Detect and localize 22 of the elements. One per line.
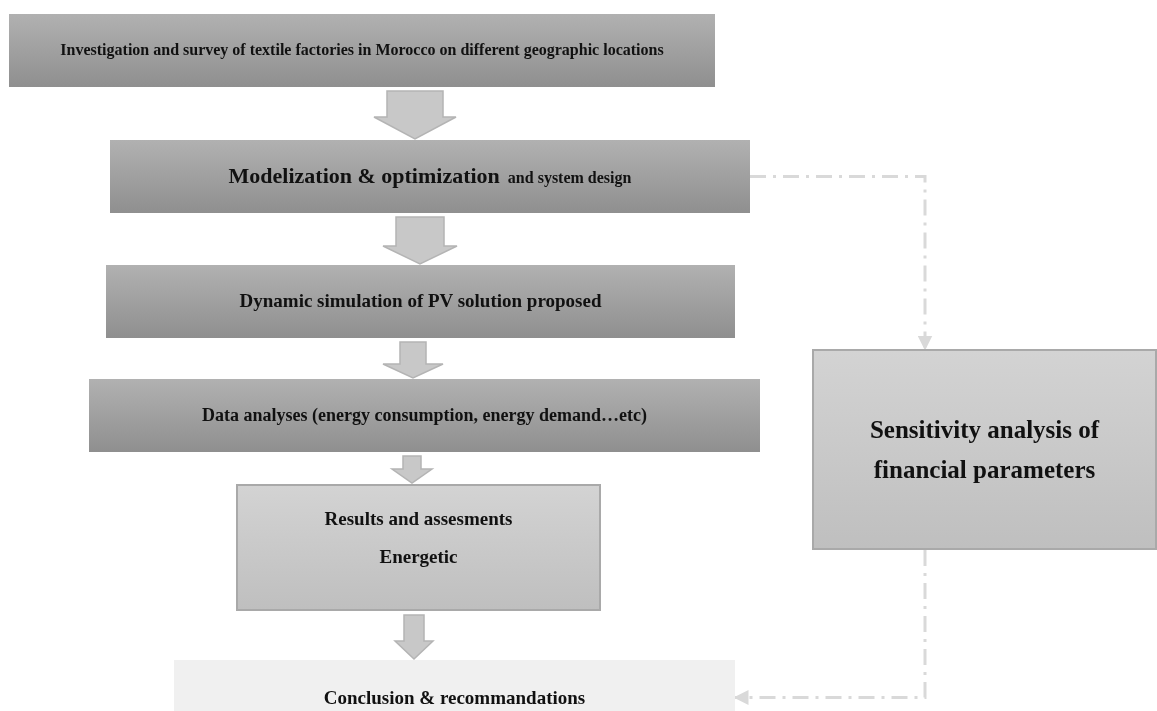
process-box: [89, 379, 760, 452]
step-text: Sensitivity analysis of financial parameters: [868, 414, 1101, 485]
step-text: and system design: [507, 168, 632, 189]
process-box: [812, 349, 1157, 550]
block-arrow: [382, 341, 444, 379]
process-box: [110, 140, 750, 213]
block-arrow: [382, 216, 458, 265]
step-text: Results and assesments: [324, 507, 513, 531]
dash-dot-arrow: [750, 175, 933, 351]
process-box: [9, 14, 715, 87]
block-arrow: [393, 614, 435, 661]
step-text: Conclusion & recommandations: [323, 686, 586, 711]
step-text: Energetic: [379, 545, 458, 569]
block-arrow: [373, 90, 457, 140]
step-text: Investigation and survey of textile factories in Morocco on different geographic locations: [60, 40, 664, 61]
process-box: [106, 265, 735, 338]
process-box: [174, 660, 735, 711]
step-text: Dynamic simulation of PV solution proposed: [239, 289, 602, 314]
block-arrow: [389, 455, 435, 484]
step-text: Modelization & optimization: [228, 162, 500, 191]
step-text: Data analyses (energy consumption, energy demand…etc): [202, 403, 647, 427]
process-box: [236, 484, 601, 611]
